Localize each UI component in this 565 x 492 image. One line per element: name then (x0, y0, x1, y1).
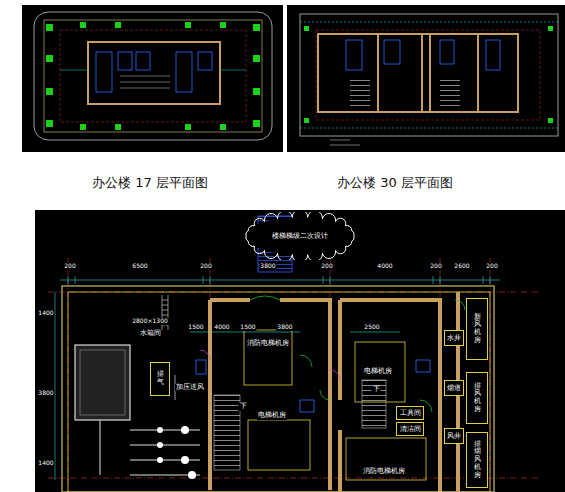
room-box: 水井 (444, 330, 464, 346)
room-box: 新风机房 (466, 298, 488, 360)
room-box: 清洁间 (396, 422, 424, 436)
dimension: 200 (320, 263, 333, 270)
dimension: 3800 (259, 263, 276, 270)
room-box: 风井 (444, 428, 464, 444)
dimension: 3800 (276, 324, 293, 331)
stair-mark: 下 (239, 403, 248, 411)
dimension: 1400 (37, 310, 54, 317)
room-name: 电梯机房 (257, 412, 287, 420)
room-box: 烟道 (444, 380, 464, 396)
figure-caption: 办公楼 17 层平面图 (92, 176, 208, 190)
dimension: 200 (485, 263, 498, 270)
room-box: 排气 (150, 362, 170, 396)
room-name: 排烟风机房 (474, 441, 481, 479)
dimension: 200 (63, 263, 76, 270)
dimension: 200 (429, 263, 442, 270)
room-name: 烟道 (447, 384, 461, 393)
room-name: 排风机房 (474, 383, 481, 414)
dimension: 2600 (453, 263, 470, 270)
room-name: 清洁间 (400, 425, 421, 434)
room-box: 排风机房 (466, 372, 488, 424)
dimension: 1500 (239, 324, 256, 331)
room-name: 楼梯梯级二次设计 (272, 231, 328, 241)
dimension: 4000 (376, 263, 393, 270)
room-name: 新风机房 (474, 314, 481, 345)
dimension: 3800 (37, 390, 54, 397)
room-name: 排气 (157, 371, 164, 386)
dimension: 6500 (131, 263, 148, 270)
room-name: 电梯机房 (363, 368, 393, 376)
dimension: 2800×1300 (131, 318, 169, 325)
room-name: 风井 (447, 432, 461, 441)
figure-caption: 办公楼 30 层平面图 (337, 176, 453, 190)
room-box: 排烟风机房 (466, 432, 488, 488)
dimension: 200 (199, 263, 212, 270)
stair-mark: 下 (372, 386, 381, 394)
dimension: 1500 (187, 324, 204, 331)
dimension: 4000 (213, 324, 230, 331)
dimension: 1400 (37, 460, 54, 467)
room-name: 工具间 (400, 409, 421, 418)
dimension: 2500 (363, 324, 380, 331)
room-name: 水井 (447, 334, 461, 343)
room-name: 消防电梯机房 (362, 468, 406, 476)
room-name: 水箱间 (139, 330, 162, 338)
room-name: 消防电梯机房 (246, 340, 290, 348)
revision-cloud: 楼梯梯级二次设计 (240, 212, 360, 260)
room-name: 加压送风 (175, 384, 205, 391)
room-box: 工具间 (396, 406, 424, 420)
